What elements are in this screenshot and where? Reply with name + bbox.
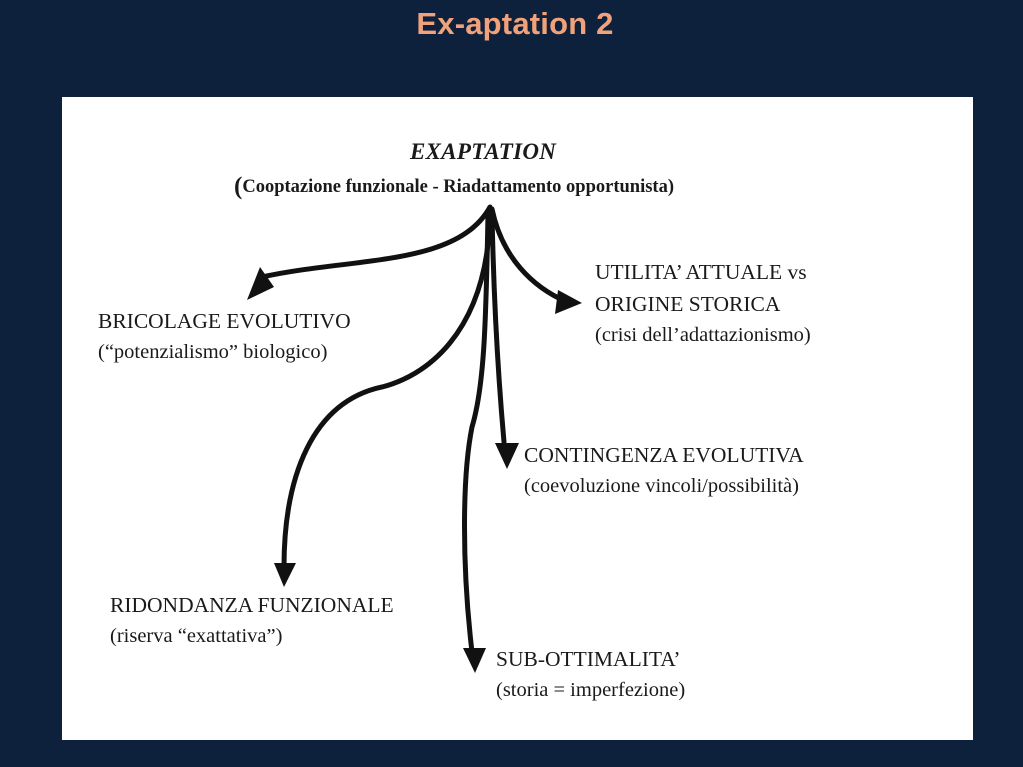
arrow-utilita xyxy=(489,206,570,305)
arrows-layer xyxy=(247,204,582,673)
node-ridondanza-heading: RIDONDANZA FUNZIONALE xyxy=(110,593,394,617)
node-bricolage-heading: BRICOLAGE EVOLUTIVO xyxy=(98,309,351,333)
arrowhead-bricolage xyxy=(247,267,274,300)
arrowhead-utilita xyxy=(555,290,582,314)
node-utilita-heading-2: ORIGINE STORICA xyxy=(595,292,781,316)
node-contingenza-detail: (coevoluzione vincoli/possibilità) xyxy=(524,475,799,497)
root-subtitle-paren: ( xyxy=(234,173,243,200)
diagram-panel: EXAPTATION (Cooptazione funzionale - Ria… xyxy=(62,97,973,740)
node-subottimalita-detail: (storia = imperfezione) xyxy=(496,679,686,701)
arrow-ridondanza xyxy=(281,212,493,570)
node-ridondanza-detail: (riserva “exattativa”) xyxy=(110,625,283,647)
arrow-subottimalita xyxy=(462,210,491,655)
root-title: EXAPTATION xyxy=(410,139,557,164)
node-utilita-heading-1: UTILITA’ ATTUALE vs xyxy=(595,260,807,284)
node-bricolage-detail: (“potenzialismo” biologico) xyxy=(98,341,328,363)
arrowhead-ridondanza xyxy=(274,563,296,587)
slide-title: Ex-aptation 2 xyxy=(416,6,614,41)
node-utilita-detail: (crisi dell’adattazionismo) xyxy=(595,324,811,346)
root-subtitle-text: Cooptazione funzionale - Riadattamento o… xyxy=(242,177,674,197)
arrowhead-contingenza xyxy=(495,443,519,469)
arrow-bricolage xyxy=(259,204,493,280)
root-subtitle: (Cooptazione funzionale - Riadattamento … xyxy=(234,173,674,201)
arrow-contingenza xyxy=(489,210,507,445)
node-subottimalita-heading: SUB-OTTIMALITA’ xyxy=(496,647,681,671)
arrowhead-subottimalita xyxy=(463,648,486,673)
node-contingenza-heading: CONTINGENZA EVOLUTIVA xyxy=(524,443,804,467)
